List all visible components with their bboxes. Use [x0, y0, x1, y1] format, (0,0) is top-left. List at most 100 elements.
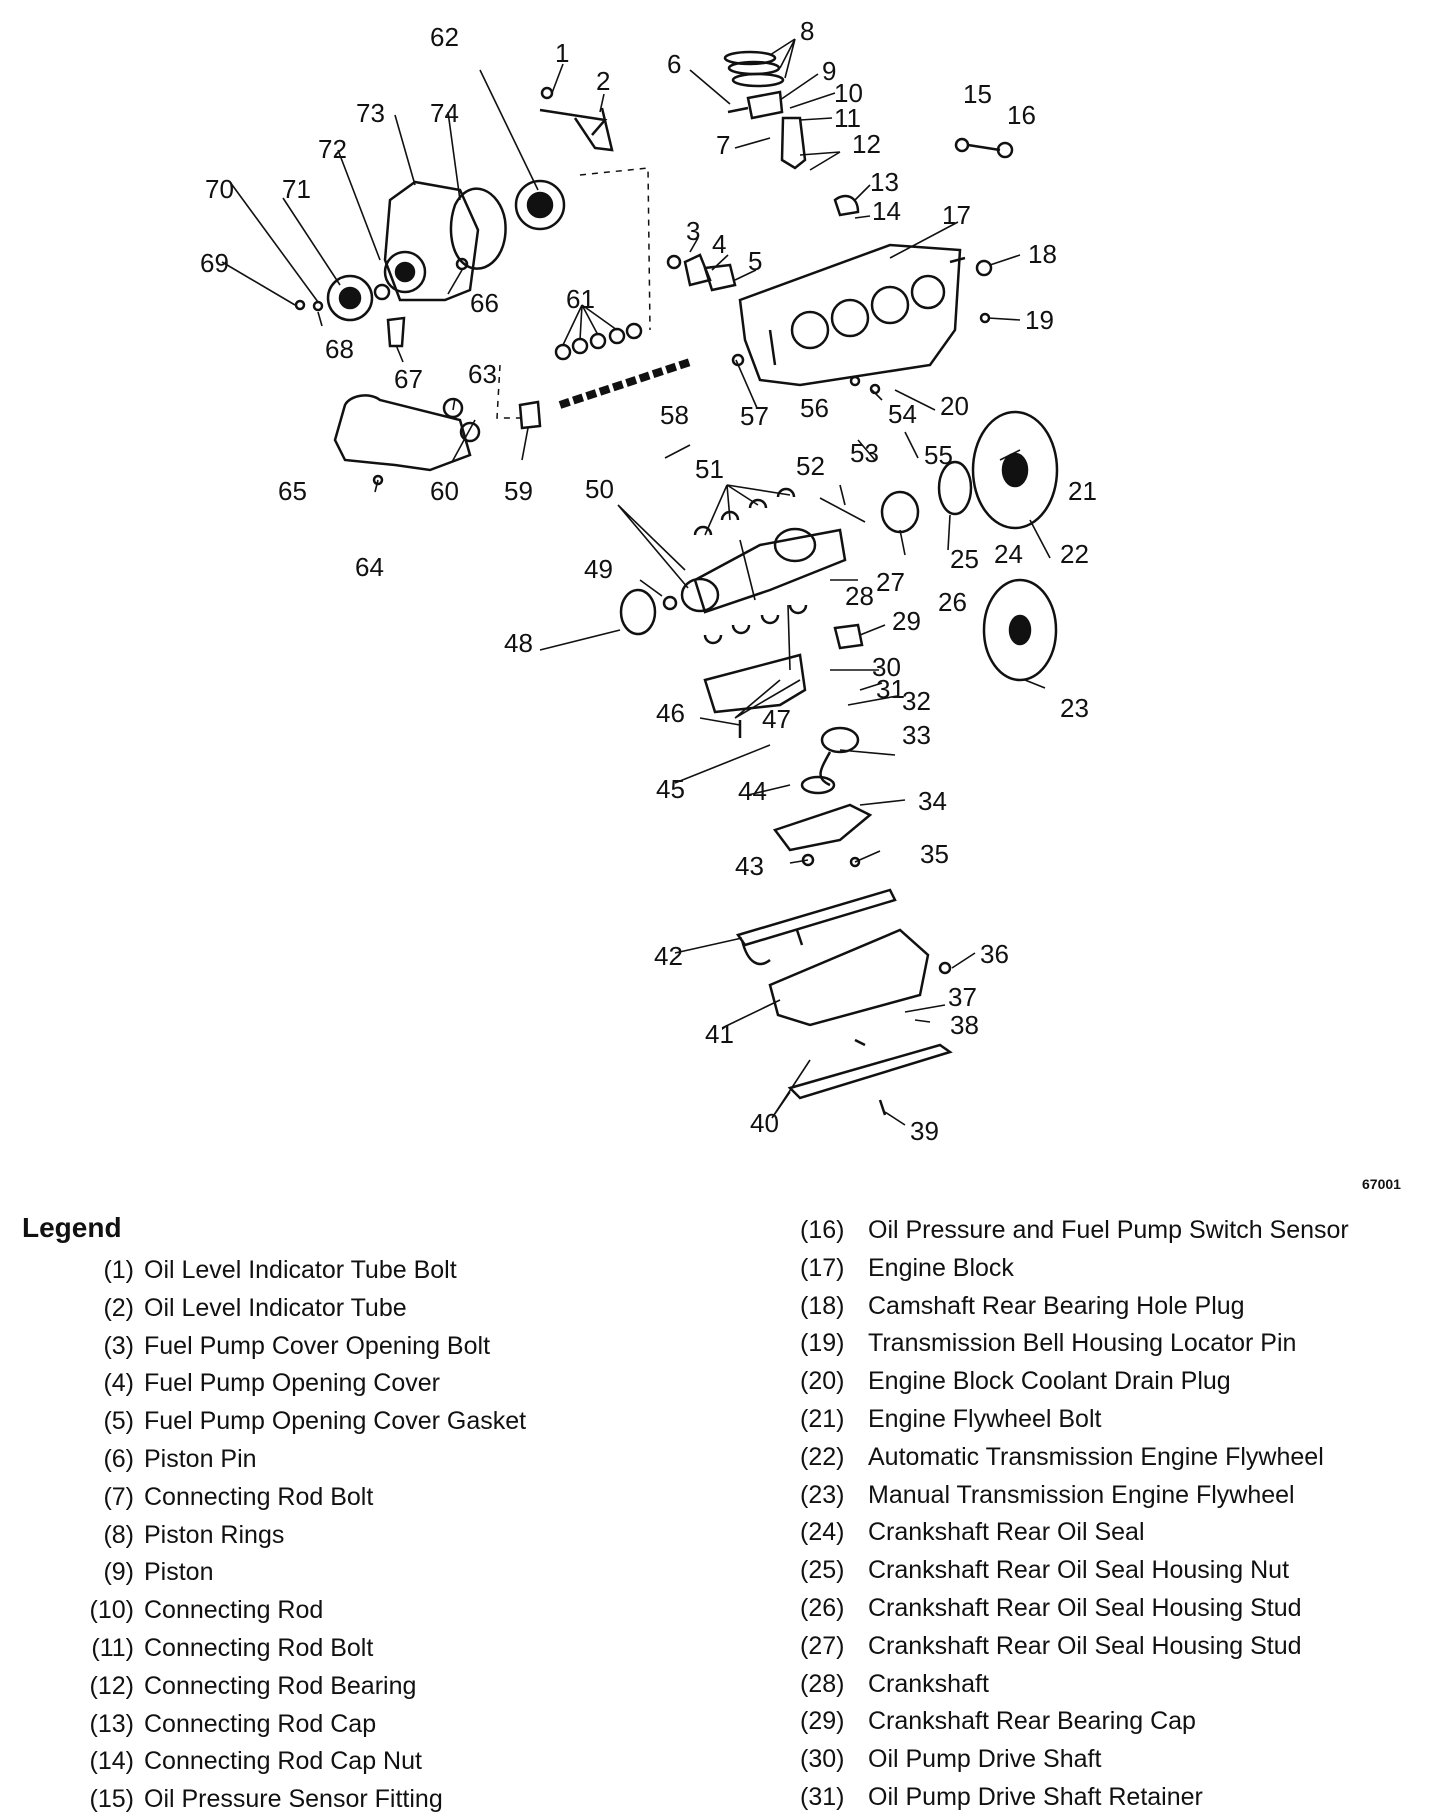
legend-item: (19)Transmission Bell Housing Locator Pi… — [800, 1329, 1297, 1358]
callout-25: 25 — [950, 544, 979, 574]
legend-item: (29)Crankshaft Rear Bearing Cap — [800, 1707, 1196, 1736]
callout-35: 35 — [920, 839, 949, 869]
callout-70: 70 — [205, 174, 234, 204]
oil-pan-gasket-drawing — [735, 888, 897, 966]
legend-item: (2)Oil Level Indicator Tube — [103, 1293, 407, 1322]
leader-lines — [221, 38, 1051, 1126]
callout-13: 13 — [870, 167, 899, 197]
callout-57: 57 — [740, 401, 769, 431]
parts-drawing — [294, 50, 1059, 1116]
legend-item: (24)Crankshaft Rear Oil Seal — [800, 1518, 1145, 1547]
callout-46: 46 — [656, 698, 685, 728]
legend-item: (15)Oil Pressure Sensor Fitting — [89, 1785, 443, 1814]
callout-5: 5 — [748, 246, 762, 276]
legend-title: Legend — [22, 1212, 122, 1243]
callout-11: 11 — [834, 103, 861, 133]
callout-61: 61 — [566, 284, 595, 314]
callout-31: 31 — [876, 674, 905, 704]
camshaft-sprocket-drawing — [514, 179, 566, 231]
legend-item: (23)Manual Transmission Engine Flywheel — [800, 1480, 1295, 1509]
legend-item: (25)Crankshaft Rear Oil Seal Housing Nut — [800, 1556, 1290, 1585]
callout-42: 42 — [654, 941, 683, 971]
callout-8: 8 — [800, 16, 814, 46]
callout-4: 4 — [712, 229, 726, 259]
callout-73: 73 — [356, 98, 385, 128]
callout-30: 30 — [872, 652, 901, 682]
callout-74: 74 — [430, 98, 459, 128]
legend-column-left: (1)Oil Level Indicator Tube Bolt (2)Oil … — [68, 1252, 728, 1819]
callout-60: 60 — [430, 476, 459, 506]
camshaft-bearings-drawing — [554, 322, 643, 361]
callout-23: 23 — [1060, 693, 1089, 723]
callout-24: 24 — [994, 539, 1023, 569]
front-cover-drawing — [383, 180, 480, 302]
callout-12: 12 — [852, 129, 881, 159]
callout-71: 71 — [282, 174, 311, 204]
windage-tray-drawing — [772, 803, 873, 852]
legend-item: (10)Connecting Rod — [89, 1596, 324, 1625]
callout-56: 56 — [800, 393, 829, 423]
oil-pan-baffle-drawing — [787, 1043, 953, 1100]
legend-item: (28)Crankshaft — [800, 1669, 989, 1698]
callout-1: 1 — [555, 38, 569, 68]
callout-3: 3 — [686, 216, 700, 246]
legend-column-right: (16)Oil Pressure and Fuel Pump Switch Se… — [800, 1212, 1430, 1817]
callout-43: 43 — [735, 851, 764, 881]
callout-29: 29 — [892, 606, 921, 636]
callout-33: 33 — [902, 720, 931, 750]
oil-sensor-drawing — [954, 137, 1014, 159]
callout-65: 65 — [278, 476, 307, 506]
callout-49: 49 — [584, 554, 613, 584]
callout-66: 66 — [470, 288, 499, 318]
legend-item: (1)Oil Level Indicator Tube Bolt — [103, 1256, 457, 1284]
callout-58: 58 — [660, 400, 689, 430]
callout-68: 68 — [325, 334, 354, 364]
rear-seal-drawing — [937, 460, 973, 516]
legend-item: (27)Crankshaft Rear Oil Seal Housing Stu… — [800, 1631, 1302, 1660]
callout-21: 21 — [1068, 476, 1097, 506]
callout-10: 10 — [834, 78, 863, 108]
oil-pump-drawing — [800, 726, 860, 795]
callout-63: 63 — [468, 359, 497, 389]
oil-level-tube-drawing — [539, 86, 614, 152]
legend-item: (26)Crankshaft Rear Oil Seal Housing Stu… — [800, 1593, 1302, 1622]
auto-flywheel-drawing — [971, 410, 1059, 530]
piston-rod-drawing — [727, 90, 807, 170]
legend-item: (31)Oil Pump Drive Shaft Retainer — [800, 1782, 1203, 1811]
fitting-67-drawing — [386, 316, 406, 348]
callout-54: 54 — [888, 399, 917, 429]
legend-item: (9)Piston — [103, 1558, 214, 1587]
callout-64: 64 — [355, 552, 384, 582]
callout-numbers: 1 2 3 4 5 6 7 8 9 10 11 12 13 14 15 16 1… — [200, 16, 1097, 1146]
legend-item: (17)Engine Block — [800, 1253, 1014, 1282]
callout-52: 52 — [796, 451, 825, 481]
legend-item: (5)Fuel Pump Opening Cover Gasket — [103, 1407, 527, 1436]
callout-50: 50 — [585, 474, 614, 504]
crank-pulley-drawing — [326, 274, 391, 322]
rod-cap-drawing — [833, 194, 860, 217]
callout-48: 48 — [504, 628, 533, 658]
callout-51: 51 — [695, 454, 724, 484]
camshaft-drawing — [558, 358, 692, 409]
figure-reference-code: 67001 — [1362, 1176, 1401, 1192]
gasket-63-drawing — [442, 397, 481, 443]
legend-item: (16)Oil Pressure and Fuel Pump Switch Se… — [800, 1216, 1349, 1244]
thrust-plate-drawing — [518, 400, 542, 430]
callout-7: 7 — [716, 130, 730, 160]
legend-item: (6)Piston Pin — [103, 1444, 257, 1473]
callout-40: 40 — [750, 1108, 779, 1138]
callout-16: 16 — [1007, 100, 1036, 130]
callout-19: 19 — [1025, 305, 1054, 335]
exploded-engine-diagram: 1 2 3 4 5 6 7 8 9 10 11 12 13 14 15 16 1… — [200, 16, 1097, 1146]
callout-53: 53 — [850, 438, 879, 468]
legend-item: (20)Engine Block Coolant Drain Plug — [800, 1367, 1231, 1396]
legend-item: (30)Oil Pump Drive Shaft — [800, 1745, 1102, 1774]
rear-bearing-cap-drawing — [833, 623, 864, 650]
callout-44: 44 — [738, 776, 767, 806]
callout-47: 47 — [762, 704, 791, 734]
callout-15: 15 — [963, 79, 992, 109]
crankshaft-drawing — [680, 527, 847, 614]
legend-item: (22)Automatic Transmission Engine Flywhe… — [800, 1442, 1324, 1471]
callout-20: 20 — [940, 391, 969, 421]
callout-37: 37 — [948, 982, 977, 1012]
